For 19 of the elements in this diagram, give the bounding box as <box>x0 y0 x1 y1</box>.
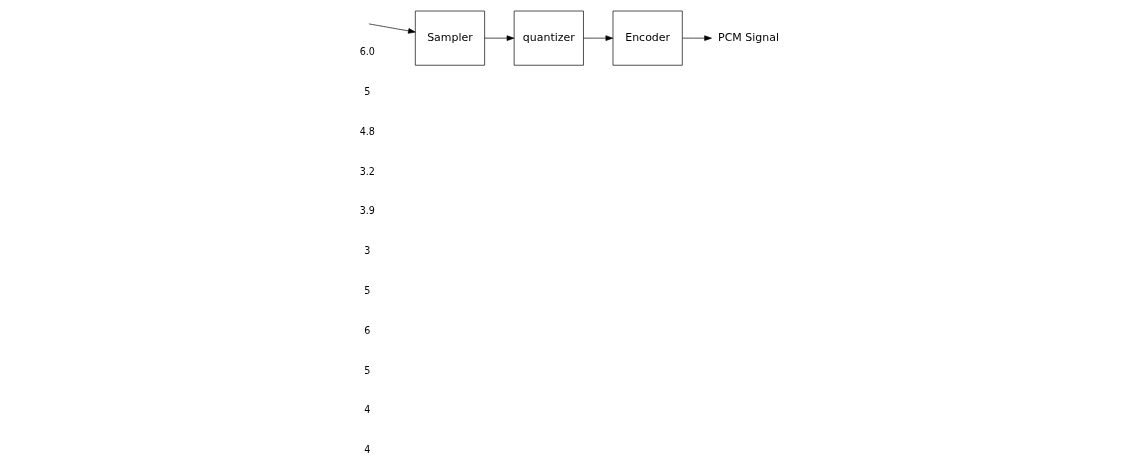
node-box: Encoder <box>612 10 683 66</box>
label: 6.0 <box>359 46 375 58</box>
label: 4.8 <box>359 125 375 137</box>
label: 5 <box>364 364 371 376</box>
node-box: quantizer <box>513 10 584 66</box>
label: 5 <box>364 284 371 296</box>
label: 3.2 <box>359 165 375 177</box>
arrow <box>368 23 416 34</box>
label: 3 <box>364 245 371 257</box>
label: 3.9 <box>359 205 375 217</box>
label: 6 <box>364 324 371 336</box>
node-box: Sampler <box>414 10 485 66</box>
node-text: PCM Signal <box>718 30 779 44</box>
arrow <box>583 35 614 41</box>
arrow <box>484 35 515 41</box>
label: 5 <box>364 85 371 97</box>
label: 4 <box>364 444 371 456</box>
arrow <box>682 35 712 41</box>
label: 4 <box>364 404 371 416</box>
